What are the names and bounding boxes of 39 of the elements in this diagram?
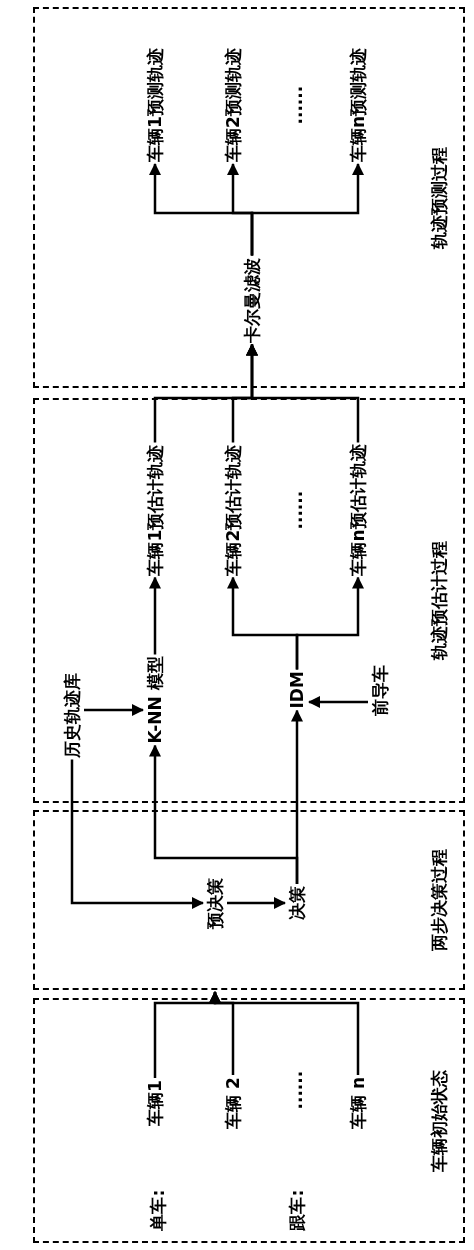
step-label: 决策 (287, 886, 307, 920)
step-label: 车辆2预测轨迹 (223, 48, 243, 162)
group-title: 轨迹预估计过程 (429, 540, 449, 663)
side-label: 跟车: (287, 1189, 307, 1231)
step-label: 卡尔曼滤波 (242, 257, 262, 343)
step-label: 前导车 (370, 664, 390, 716)
ellipsis: ...... (286, 490, 306, 530)
arrow (84, 704, 144, 716)
step-label: 车辆n预估计轨迹 (348, 444, 368, 576)
group-title: 轨迹预测过程 (429, 145, 449, 252)
group-title: 两步决策过程 (429, 848, 449, 953)
ellipsis: ...... (286, 85, 306, 125)
side-label: 单车: (148, 1189, 168, 1231)
step-label: 车辆1预估计轨迹 (145, 444, 165, 576)
step-label: 历史轨迹库 (62, 672, 82, 758)
arrow (70, 759, 204, 909)
arrow (209, 991, 360, 1075)
dashed-group-box (33, 998, 465, 1243)
step-label: 车辆n预测轨迹 (348, 47, 368, 162)
dashed-group-box (33, 810, 465, 990)
ellipsis: ...... (286, 1070, 306, 1110)
arrow (291, 709, 303, 884)
arrow (149, 576, 161, 655)
step-label: 车辆2预估计轨迹 (223, 444, 243, 576)
group-title: 车辆初始状态 (429, 1068, 449, 1174)
step-label: 预决策 (205, 877, 225, 929)
step-label: 车辆1预测轨迹 (145, 48, 165, 162)
step-label: 车辆 2 (223, 1077, 243, 1129)
step-label: 车辆 n (348, 1076, 368, 1129)
step-label: IDM (287, 671, 307, 709)
arrow (295, 576, 364, 670)
arrow (308, 696, 368, 708)
arrow (250, 163, 364, 256)
arrow (246, 343, 360, 443)
step-label: K-NN 模型 (145, 656, 165, 744)
arrow (227, 897, 286, 909)
dashed-group-box (33, 398, 465, 803)
step-label: 车辆1 (145, 1080, 165, 1126)
dashed-group-box (33, 7, 465, 388)
